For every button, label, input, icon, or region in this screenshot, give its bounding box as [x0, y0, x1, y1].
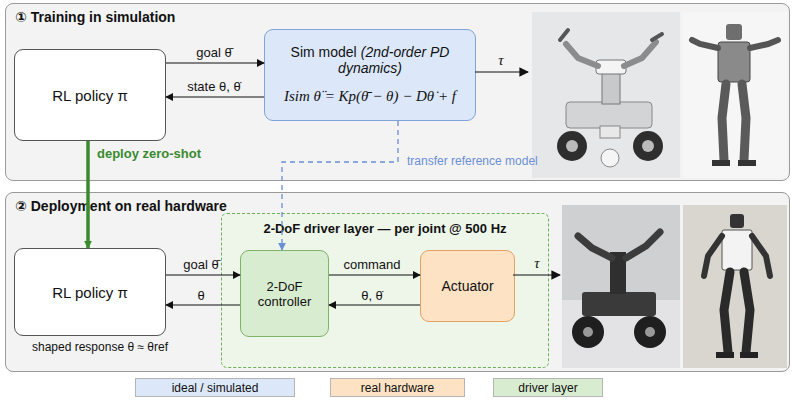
- sim-wheeled-robot: [532, 12, 680, 178]
- text-group: RL policy π: [15, 249, 165, 335]
- actuator-box: Actuator: [420, 250, 515, 322]
- legend-label: real hardware: [361, 381, 434, 395]
- connector: [329, 304, 420, 305]
- text-group: ① Training in simulation: [15, 9, 175, 25]
- real-wheeled-robot-photo: [562, 205, 680, 368]
- connector: [329, 274, 420, 275]
- torque-arrow: [513, 274, 560, 275]
- controller-box: 2-DoF controller: [240, 250, 329, 337]
- box-label: Sim model: [291, 44, 357, 60]
- legend-label: ideal / simulated: [172, 381, 259, 395]
- box-label: RL policy π: [52, 284, 128, 301]
- text-group: RL policy π: [15, 50, 165, 140]
- connector: [166, 274, 240, 275]
- text-group: 2-DoF driver layer — per joint @ 500 Hz: [222, 221, 548, 236]
- edge-label: command: [343, 257, 400, 272]
- edge-label: goal θ̄: [196, 45, 231, 60]
- torque-label: τ: [498, 52, 503, 69]
- edge-label: θ: [197, 288, 204, 303]
- panel-heading: ② Deployment on real hardware: [15, 198, 227, 214]
- torque-arrow: [475, 71, 528, 72]
- policy-box: RL policy π: [14, 248, 166, 336]
- connector: [166, 62, 264, 63]
- edge-label: goal θ̄: [183, 257, 218, 272]
- sim-humanoid-robot: [683, 12, 787, 178]
- box-label: RL policy π: [52, 87, 128, 104]
- text-group: 2-DoF controller: [241, 251, 328, 336]
- torque-label: τ: [534, 255, 539, 272]
- edge-label: transfer reference model: [407, 154, 538, 168]
- panel-heading: ① Training in simulation: [15, 9, 175, 25]
- connector: [166, 304, 240, 305]
- sim-model-box: Sim model(2nd-order PD dynamics)Isim θ̈ …: [264, 29, 476, 121]
- legend-swatch: real hardware: [330, 378, 465, 397]
- edge-label: deploy zero-shot: [97, 146, 201, 161]
- box-label: Isim θ̈ = Kp(θ̄ − θ) − Dθ̇ + f: [265, 88, 475, 105]
- text-group: Actuator: [421, 251, 514, 321]
- legend-label: driver layer: [518, 381, 577, 395]
- note: shaped response θ ≈ θref: [32, 340, 168, 354]
- driver-layer-group: 2-DoF driver layer — per joint @ 500 Hz 2…: [221, 213, 549, 368]
- edge-label: θ, θ̇: [361, 288, 383, 303]
- legend-swatch: driver layer: [493, 378, 603, 397]
- real-humanoid-photo: [683, 205, 787, 368]
- policy-box: RL policy π: [14, 49, 166, 141]
- box-label: Actuator: [441, 278, 493, 294]
- edge-label: state θ, θ̇: [187, 79, 240, 94]
- legend-swatch: ideal / simulated: [135, 378, 295, 397]
- connector: [166, 96, 264, 97]
- box-label: 2-DoF controller: [247, 279, 322, 309]
- connector: [86, 141, 90, 248]
- group-heading: 2-DoF driver layer — per joint @ 500 Hz: [263, 221, 506, 236]
- text-group: ② Deployment on real hardware: [15, 198, 227, 214]
- text-group: Sim model(2nd-order PD dynamics)Isim θ̈ …: [265, 44, 475, 105]
